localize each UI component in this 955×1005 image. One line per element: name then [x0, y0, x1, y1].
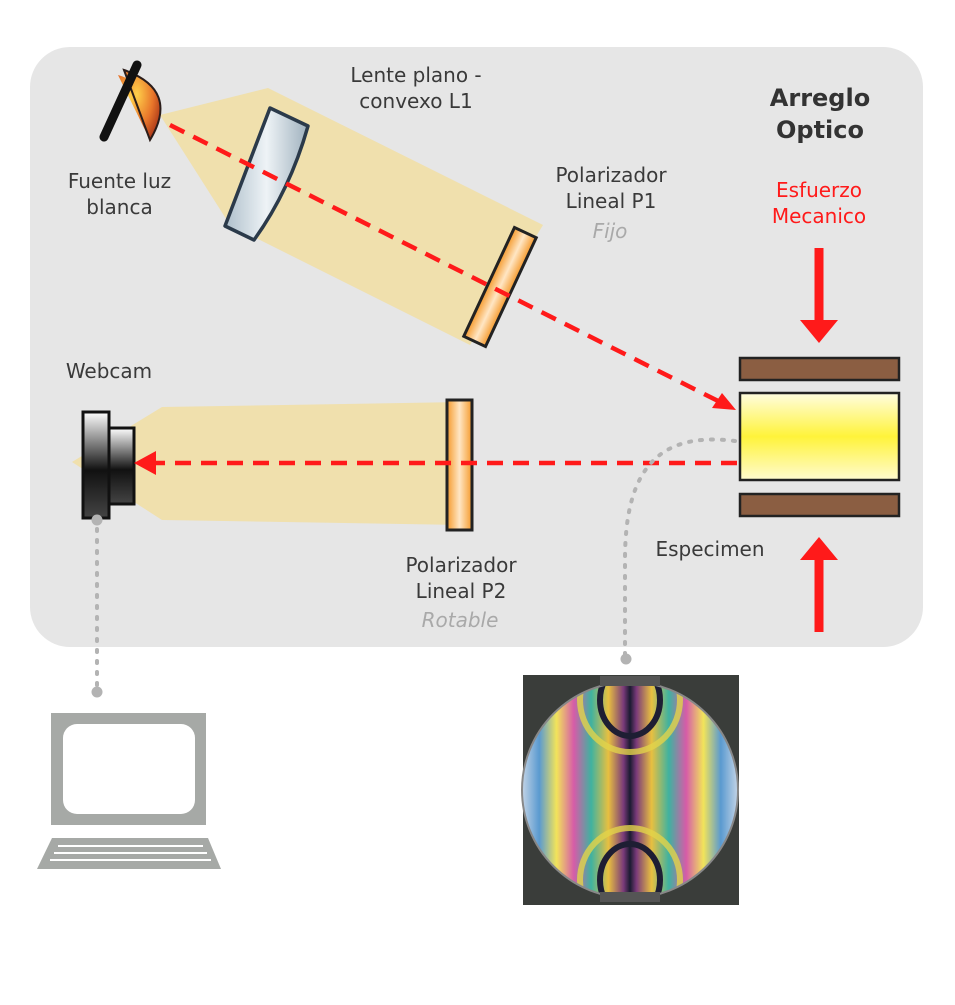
light-source-icon — [99, 60, 162, 143]
webcam-icon — [81, 410, 136, 520]
stress-arrow-down — [800, 248, 838, 343]
transmitted-ray — [134, 451, 737, 475]
incident-ray — [168, 122, 736, 410]
polarizer-p2-label: Polarizador Lineal P2 — [405, 553, 517, 603]
specimen-block — [738, 391, 901, 482]
stress-arrow-up — [800, 537, 838, 632]
top-plate — [738, 356, 901, 382]
polarizer-p1-icon — [461, 225, 539, 349]
diagram-title: Arreglo Optico — [769, 84, 871, 144]
computer-icon — [37, 713, 221, 869]
stress-label: Esfuerzo Mecanico — [771, 178, 867, 228]
polarizer-p1-sublabel: Fijo — [592, 219, 628, 243]
webcam-label: Webcam — [65, 359, 153, 383]
lens-label: Lente plano - convexo L1 — [350, 63, 482, 113]
webcam-connector — [91, 514, 103, 698]
specimen-label: Especimen — [655, 537, 765, 561]
specimen-assembly — [738, 356, 901, 518]
specimen-connector — [620, 437, 737, 665]
photoelastic-fringe-image — [521, 675, 739, 905]
light-source-label: Fuente luz blanca — [67, 169, 172, 219]
polarizer-p2-sublabel: Rotable — [421, 608, 499, 632]
bottom-plate — [738, 492, 901, 518]
polarizer-p1-label: Polarizador Lineal P1 — [555, 163, 667, 213]
